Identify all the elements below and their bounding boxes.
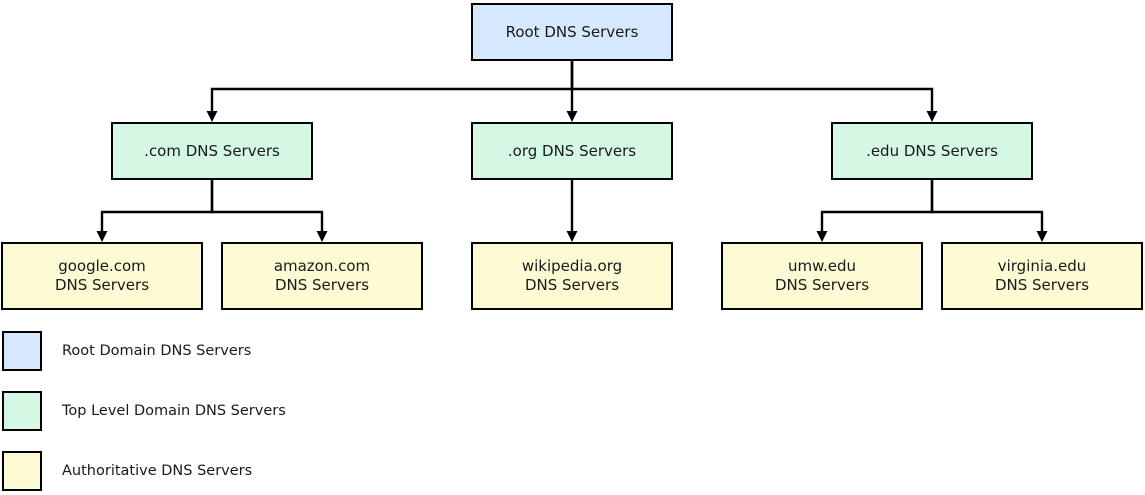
umw-edu-dns-servers-node-line2: DNS Servers [774, 276, 870, 294]
legend-item-root-domain-label: Root Domain DNS Servers [62, 343, 252, 359]
virginia-edu-dns-servers-node-line1: virginia.edu [997, 257, 1087, 275]
edge-com-to-amazon [210, 180, 328, 242]
edge-org-to-wikipedia [566, 180, 578, 242]
edge-root-to-edu-line [570, 61, 934, 111]
edu-dns-servers-node-line1: .edu DNS Servers [866, 141, 998, 160]
edge-root-to-edu-arrowhead-icon [926, 111, 938, 122]
google-com-dns-servers-node-line1: google.com [58, 257, 146, 275]
edge-root-to-edu [570, 61, 938, 122]
edge-edu-to-virginia [930, 180, 1048, 242]
org-dns-servers-node[interactable]: .org DNS Servers [471, 122, 673, 180]
legend-item-authoritative-swatch [2, 451, 42, 491]
edge-com-to-google-line [100, 180, 214, 231]
edge-org-to-wikipedia-arrowhead-icon [566, 231, 578, 242]
com-dns-servers-node[interactable]: .com DNS Servers [111, 122, 313, 180]
root-dns-servers-node[interactable]: Root DNS Servers [471, 3, 673, 61]
amazon-com-dns-servers-node-line2: DNS Servers [274, 276, 370, 294]
legend-item-top-level-domain-swatch [2, 391, 42, 431]
edge-edu-to-virginia-arrowhead-icon [1036, 231, 1048, 242]
legend-item-top-level-domain-label: Top Level Domain DNS Servers [62, 403, 286, 419]
org-dns-servers-node-line1: .org DNS Servers [507, 141, 637, 160]
root-dns-servers-node-line1: Root DNS Servers [505, 22, 639, 41]
google-com-dns-servers-node-line2: DNS Servers [54, 276, 150, 294]
edge-root-to-com [206, 61, 574, 122]
umw-edu-dns-servers-node-line1: umw.edu [787, 257, 857, 275]
edge-edu-to-umw [816, 180, 934, 242]
edge-root-to-com-arrowhead-icon [206, 111, 218, 122]
edge-root-to-org [566, 61, 578, 122]
edge-root-to-org-arrowhead-icon [566, 111, 578, 122]
edge-com-to-google-arrowhead-icon [96, 231, 108, 242]
edu-dns-servers-node[interactable]: .edu DNS Servers [831, 122, 1033, 180]
legend-item-root-domain-swatch [2, 331, 42, 371]
amazon-com-dns-servers-node-line1: amazon.com [273, 257, 371, 275]
com-dns-servers-node-line1: .com DNS Servers [144, 141, 280, 160]
edge-edu-to-virginia-line [930, 180, 1044, 231]
edge-root-to-com-line [210, 61, 574, 111]
wikipedia-org-dns-servers-node-line1: wikipedia.org [521, 257, 623, 275]
edge-edu-to-umw-arrowhead-icon [816, 231, 828, 242]
edge-com-to-amazon-line [210, 180, 324, 231]
legend-item-authoritative-label: Authoritative DNS Servers [62, 463, 253, 479]
wikipedia-org-dns-servers-node-line2: DNS Servers [524, 276, 620, 294]
edge-edu-to-umw-line [820, 180, 934, 231]
virginia-edu-dns-servers-node-line2: DNS Servers [994, 276, 1090, 294]
edge-com-to-amazon-arrowhead-icon [316, 231, 328, 242]
edge-com-to-google [96, 180, 214, 242]
